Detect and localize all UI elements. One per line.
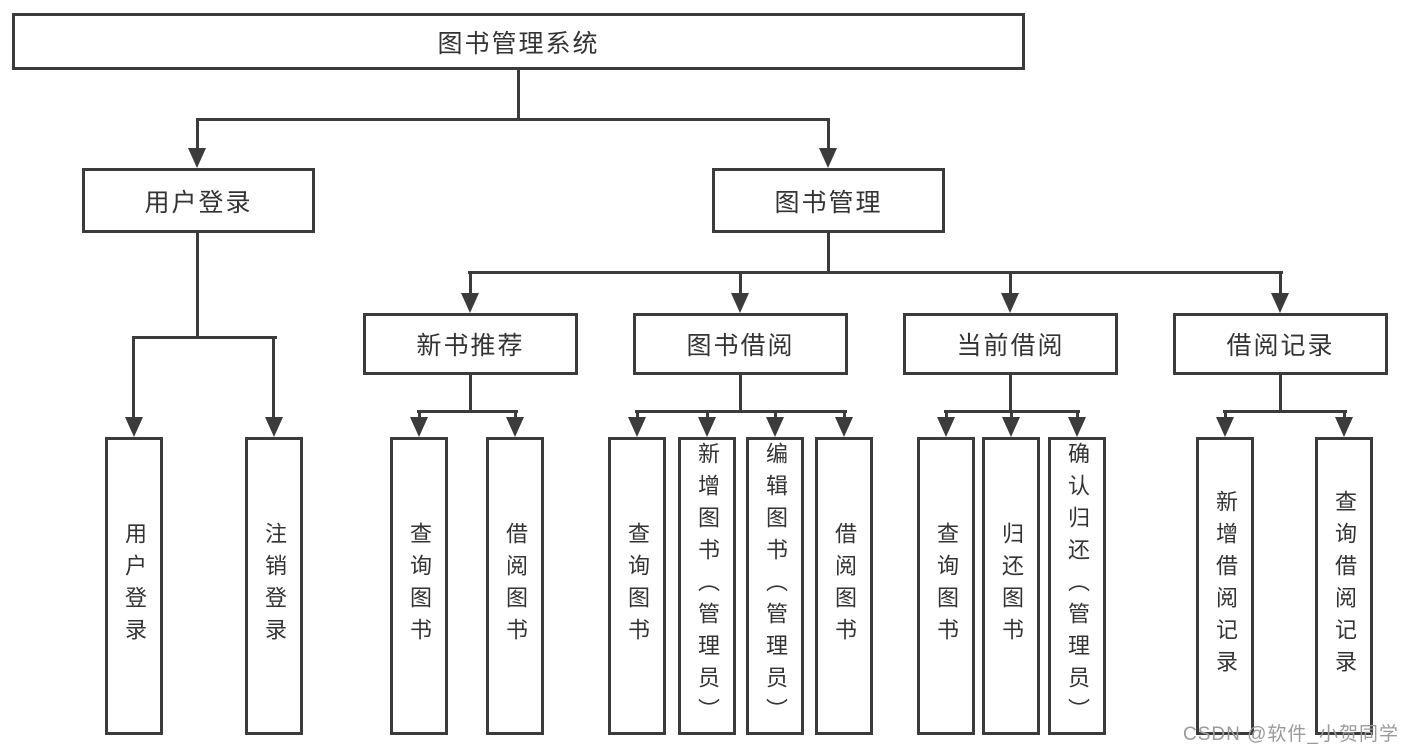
node-new-book-recommend-label: 新书推荐 — [416, 332, 525, 360]
connector-group-stem — [1009, 375, 1012, 413]
node-borrowing-records: 借阅记录 — [1173, 313, 1388, 375]
connector-user-login-rail — [132, 336, 277, 339]
node-book-borrowing: 图书借阅 — [633, 313, 848, 375]
leaf-query-books-recommend-label: 查询图书 — [407, 522, 432, 650]
connector-to-leaf — [843, 410, 846, 420]
connector-to-leaf — [1343, 410, 1346, 420]
arrow-down-icon — [819, 148, 837, 168]
arrow-down-icon — [1335, 417, 1353, 437]
node-current-borrowing: 当前借阅 — [903, 313, 1118, 375]
connector-to-group — [739, 271, 742, 297]
connector-group-stem — [1279, 375, 1282, 413]
connector-group-rail — [1223, 410, 1347, 413]
connector-book-management-stem — [827, 233, 830, 274]
leaf-query-books-current: 查询图书 — [917, 437, 975, 735]
connector-to-user-login — [196, 118, 199, 150]
leaf-edit-books-admin: 编辑图书（管理员） — [746, 437, 804, 735]
arrow-down-icon — [766, 417, 784, 437]
leaf-borrow-books-label: 借阅图书 — [832, 522, 857, 650]
connector-to-group — [1279, 271, 1282, 297]
connector-group-rail — [635, 410, 847, 413]
arrow-down-icon — [1271, 293, 1289, 313]
node-borrowing-records-label: 借阅记录 — [1226, 332, 1335, 360]
leaf-add-borrow-record-label: 新增借阅记录 — [1213, 490, 1238, 682]
arrow-down-icon — [1068, 417, 1086, 437]
leaf-add-books-admin-label: 新增图书（管理员） — [695, 442, 720, 730]
connector-book-management-rail — [468, 271, 1283, 274]
node-system-root-label: 图书管理系统 — [437, 29, 600, 58]
connector-group-stem — [469, 375, 472, 413]
watermark: CSDN @软件_小贺同学 — [1183, 724, 1399, 745]
leaf-borrow-books: 借阅图书 — [815, 437, 873, 735]
connector-to-book-management — [827, 118, 830, 150]
leaf-confirm-return-admin-label: 确认归还（管理员） — [1065, 442, 1090, 730]
connector-to-group — [469, 271, 472, 297]
leaf-user-login-label: 用户登录 — [122, 522, 147, 650]
leaf-user-login: 用户登录 — [105, 437, 163, 735]
node-user-login-module: 用户登录 — [82, 168, 315, 233]
arrow-down-icon — [1002, 417, 1020, 437]
arrow-down-icon — [1216, 417, 1234, 437]
leaf-return-books-label: 归还图书 — [999, 522, 1024, 650]
node-book-management-module-label: 图书管理 — [774, 188, 883, 217]
leaf-query-books-borrowing: 查询图书 — [608, 437, 666, 735]
connector-root-rail — [196, 118, 830, 121]
leaf-query-books-current-label: 查询图书 — [934, 522, 959, 650]
arrow-down-icon — [731, 293, 749, 313]
connector-to-leaf — [636, 410, 639, 420]
leaf-query-books-recommend: 查询图书 — [390, 437, 448, 735]
connector-to-leaf — [418, 410, 421, 420]
connector-to-leaf — [945, 410, 948, 420]
leaf-edit-books-admin-label: 编辑图书（管理员） — [763, 442, 788, 730]
connector-to-leaf — [272, 336, 275, 419]
leaf-return-books: 归还图书 — [982, 437, 1040, 735]
connector-group-rail — [417, 410, 518, 413]
leaf-borrow-books-recommend-label: 借阅图书 — [503, 522, 528, 650]
connector-to-leaf — [1224, 410, 1227, 420]
connector-to-leaf — [1010, 410, 1013, 420]
arrow-down-icon — [188, 148, 206, 168]
node-book-management-module: 图书管理 — [712, 168, 945, 233]
node-book-borrowing-label: 图书借阅 — [686, 332, 795, 360]
connector-root-stem — [517, 70, 520, 120]
connector-to-leaf — [1076, 410, 1079, 420]
arrow-down-icon — [698, 417, 716, 437]
connector-to-leaf — [514, 410, 517, 420]
node-system-root: 图书管理系统 — [12, 13, 1025, 70]
connector-to-leaf — [706, 410, 709, 420]
arrow-down-icon — [628, 417, 646, 437]
node-user-login-module-label: 用户登录 — [144, 188, 253, 217]
leaf-query-books-borrowing-label: 查询图书 — [625, 522, 650, 650]
connector-to-group — [1009, 271, 1012, 297]
node-new-book-recommend: 新书推荐 — [363, 313, 578, 375]
arrow-down-icon — [506, 417, 524, 437]
arrow-down-icon — [835, 417, 853, 437]
connector-to-leaf — [774, 410, 777, 420]
connector-to-leaf — [132, 336, 135, 419]
leaf-query-borrow-record: 查询借阅记录 — [1315, 437, 1373, 735]
leaf-query-borrow-record-label: 查询借阅记录 — [1332, 490, 1357, 682]
arrow-down-icon — [1001, 293, 1019, 313]
arrow-down-icon — [125, 417, 143, 437]
arrow-down-icon — [410, 417, 428, 437]
leaf-confirm-return-admin: 确认归还（管理员） — [1048, 437, 1106, 735]
leaf-add-books-admin: 新增图书（管理员） — [678, 437, 736, 735]
arrow-down-icon — [461, 293, 479, 313]
arrow-down-icon — [265, 417, 283, 437]
arrow-down-icon — [937, 417, 955, 437]
connector-group-stem — [739, 375, 742, 413]
leaf-borrow-books-recommend: 借阅图书 — [486, 437, 544, 735]
node-current-borrowing-label: 当前借阅 — [956, 332, 1065, 360]
connector-user-login-stem — [196, 233, 199, 339]
leaf-logout: 注销登录 — [245, 437, 303, 735]
leaf-add-borrow-record: 新增借阅记录 — [1196, 437, 1254, 735]
leaf-logout-label: 注销登录 — [262, 522, 287, 650]
